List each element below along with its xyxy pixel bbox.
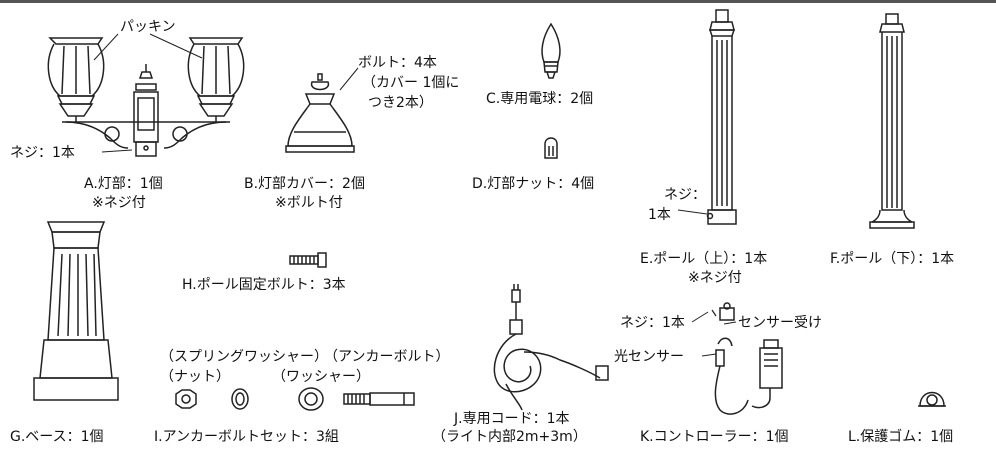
base-label: G.ベース：1個 bbox=[10, 429, 104, 445]
cover-bolt-callout-line1: ボルト：4本 bbox=[358, 55, 437, 71]
lamp-unit-illustration bbox=[47, 37, 245, 157]
nut-caption: （ナット） bbox=[160, 369, 230, 385]
anchor-bolt-caption: （アンカーボルト） bbox=[324, 349, 450, 365]
pole-screw-callout-line2: 1本 bbox=[648, 207, 671, 223]
cord-note: （ライト内部2m+3m） bbox=[432, 429, 587, 445]
pole-fixing-bolt-label: H.ポール固定ボルト：3本 bbox=[182, 277, 346, 293]
top-border bbox=[0, 0, 996, 3]
pole-screw-callout-line1: ネジ： bbox=[664, 187, 706, 203]
pole-upper-label: E.ポール（上）：1本 bbox=[640, 251, 768, 267]
lamp-cover-illustration bbox=[285, 73, 355, 153]
washer-caption: （ワッシャー） bbox=[272, 369, 370, 385]
packing-callout: パッキン bbox=[120, 19, 176, 35]
lamp-cover-label: B.灯部カバー：2個 bbox=[244, 176, 365, 192]
anchor-bolt-set-label: I.アンカーボルトセット：3組 bbox=[154, 429, 339, 445]
lamp-cover-note: ※ボルト付 bbox=[275, 195, 343, 211]
lamp-screw-callout: ネジ：1本 bbox=[10, 145, 75, 161]
base-illustration bbox=[33, 221, 119, 401]
anchor-bolt-set-illustration bbox=[175, 387, 415, 411]
bulb-label: C.専用電球：2個 bbox=[486, 91, 594, 107]
pole-lower-illustration bbox=[869, 13, 915, 229]
cord-label: J.専用コード：1本 bbox=[454, 411, 570, 427]
pole-upper-illustration bbox=[706, 9, 737, 225]
dedicated-cord-illustration bbox=[493, 284, 609, 411]
controller-illustration bbox=[711, 302, 783, 415]
bulb-illustration bbox=[541, 22, 561, 79]
pole-fixing-bolt-illustration bbox=[289, 252, 327, 268]
lamp-unit-label: A.灯部：1個 bbox=[84, 176, 163, 192]
light-sensor-callout: 光センサー bbox=[614, 349, 684, 365]
lamp-nut-label: D.灯部ナット：4個 bbox=[472, 176, 595, 192]
lamp-nut-illustration bbox=[544, 137, 558, 159]
lamp-unit-note: ※ネジ付 bbox=[92, 195, 146, 211]
pole-lower-label: F.ポール（下）：1本 bbox=[830, 251, 955, 267]
protective-rubber-label: L.保護ゴム：1個 bbox=[848, 429, 954, 445]
controller-label: K.コントローラー：1個 bbox=[640, 429, 789, 445]
spring-washer-caption: （スプリングワッシャー） bbox=[160, 349, 328, 365]
protective-rubber-illustration bbox=[918, 391, 946, 407]
controller-screw-callout: ネジ：1本 bbox=[620, 315, 685, 331]
pole-upper-note: ※ネジ付 bbox=[688, 270, 742, 286]
cover-bolt-callout-line3: つき2本） bbox=[368, 95, 433, 111]
cover-bolt-callout-line2: （カバー 1個に bbox=[362, 75, 460, 91]
sensor-receiver-callout: センサー受け bbox=[738, 315, 822, 331]
